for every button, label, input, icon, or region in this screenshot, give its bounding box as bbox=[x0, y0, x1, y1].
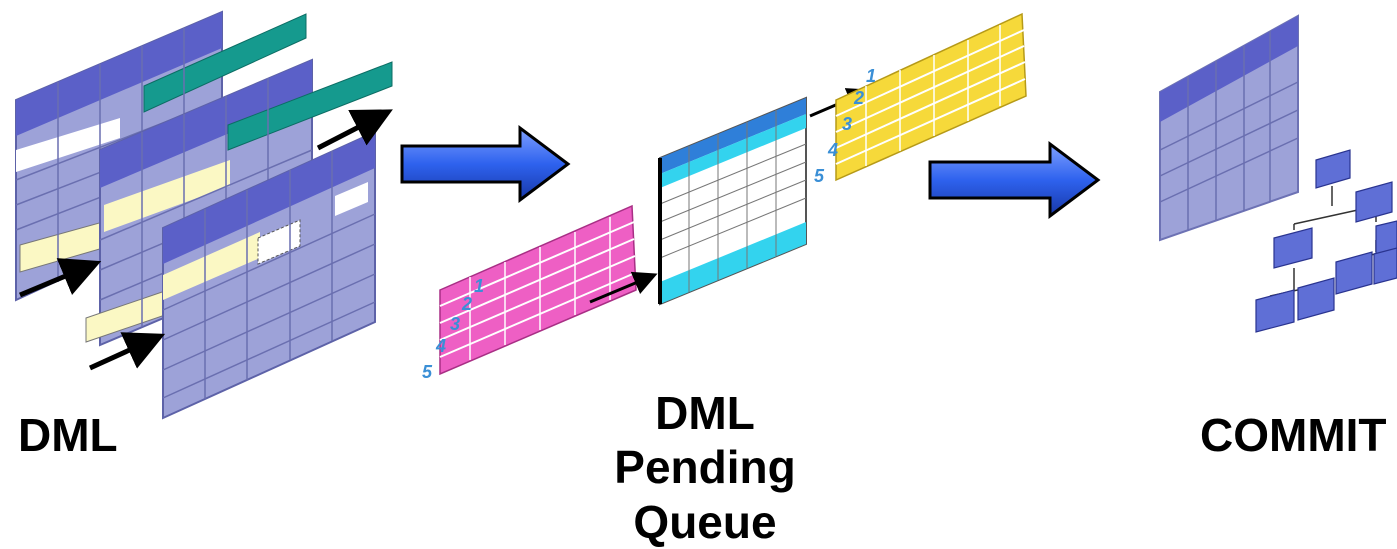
queue-number-1: 1 bbox=[866, 66, 876, 86]
hierarchy-icon bbox=[1255, 149, 1397, 333]
queue-number-3: 3 bbox=[450, 314, 460, 334]
queue-number-2: 2 bbox=[853, 88, 864, 108]
yellow-brick-stack bbox=[835, 12, 1027, 182]
dml-input-arrows bbox=[19, 109, 393, 371]
pending-label-line1: DML bbox=[655, 387, 755, 439]
commit-label: COMMIT bbox=[1200, 409, 1387, 461]
dml-table-stack bbox=[15, 10, 393, 420]
queue-number-3: 3 bbox=[842, 114, 852, 134]
dml-table-middle bbox=[85, 58, 393, 347]
pending-label-line2: Pending bbox=[614, 441, 796, 494]
dml-label: DML bbox=[18, 409, 118, 461]
queue-number-1: 1 bbox=[474, 276, 484, 296]
dml-table-front bbox=[162, 130, 376, 420]
queue-number-4: 4 bbox=[827, 140, 838, 160]
pending-label-line3: Queue bbox=[633, 495, 777, 548]
queue-number-2: 2 bbox=[461, 294, 472, 314]
queue-number-4: 4 bbox=[435, 336, 446, 356]
pink-to-queue-arrow bbox=[589, 271, 658, 304]
queue-number-5: 5 bbox=[814, 166, 825, 186]
committed-number-list: 1 2 3 4 5 bbox=[814, 66, 876, 186]
committed-table bbox=[1159, 14, 1299, 242]
pending-number-list: 1 2 3 4 5 bbox=[422, 276, 484, 382]
pink-brick-stack bbox=[439, 204, 637, 376]
flow-arrow-icon bbox=[928, 141, 1101, 219]
pending-queue-table bbox=[658, 96, 807, 306]
dml-pending-queue-label: DML Pending Queue bbox=[575, 386, 835, 549]
queue-number-5: 5 bbox=[422, 362, 433, 382]
flow-arrow-icon bbox=[400, 125, 571, 203]
